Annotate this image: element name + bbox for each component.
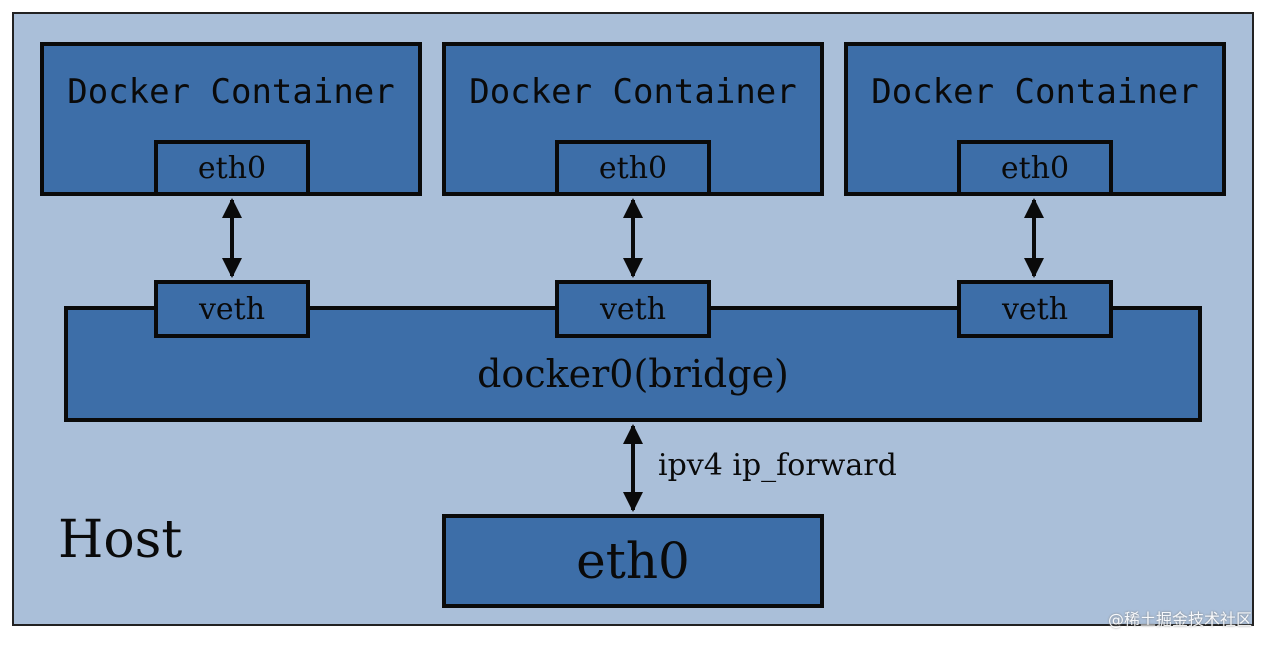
- container-2-title: Docker Container: [469, 72, 797, 112]
- bridge-label: docker0(bridge): [477, 352, 789, 396]
- veth-3: veth: [957, 280, 1113, 338]
- ip-forward-label: ipv4 ip_forward: [658, 448, 897, 483]
- container-1-eth0: eth0: [154, 140, 310, 196]
- watermark: @稀土掘金技术社区: [1107, 610, 1252, 629]
- veth-1: veth: [154, 280, 310, 338]
- host-eth0: eth0: [442, 514, 824, 608]
- container-1-title: Docker Container: [67, 72, 395, 112]
- container-3-eth0: eth0: [957, 140, 1113, 196]
- veth-2: veth: [555, 280, 711, 338]
- container-3-title: Docker Container: [871, 72, 1199, 112]
- host-label: Host: [58, 510, 183, 570]
- container-2-eth0: eth0: [555, 140, 711, 196]
